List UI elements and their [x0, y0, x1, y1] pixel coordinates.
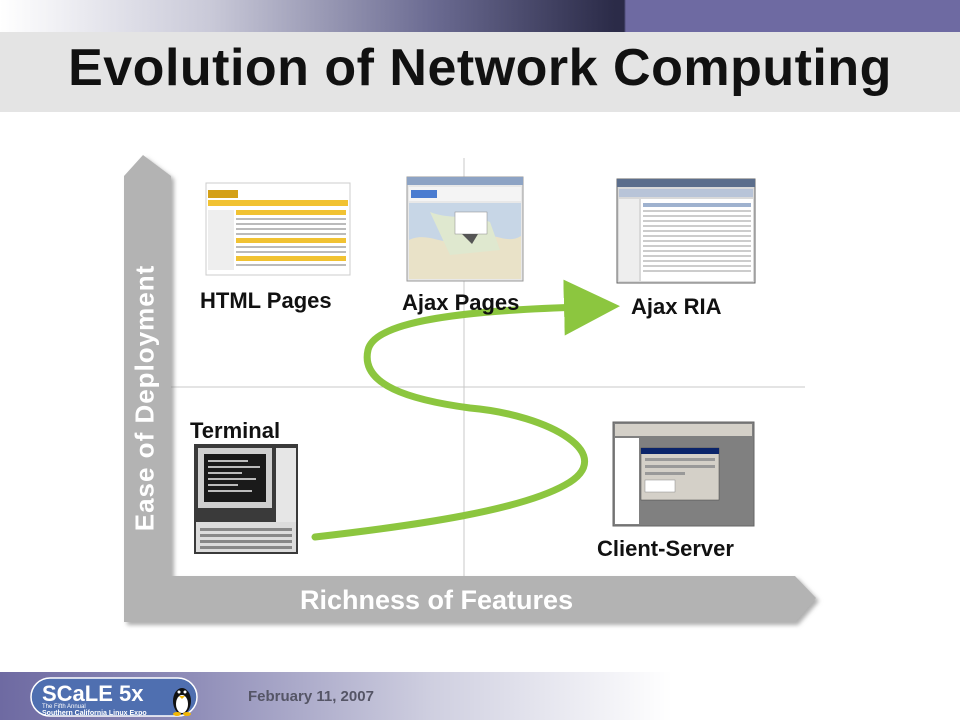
terminal-label: Terminal: [190, 418, 281, 443]
logo-main-text: SCaLE 5x: [42, 681, 144, 706]
x-axis-label: Richness of Features: [300, 585, 574, 615]
footer-date: February 11, 2007: [248, 688, 374, 705]
client-server-screenshot: [612, 421, 755, 527]
title-band: [0, 32, 960, 112]
top-banner: [0, 0, 960, 32]
scale-logo: SCaLE 5x The Fifth Annual Southern Calif…: [30, 677, 198, 717]
slide-title: Evolution of Network Computing: [68, 39, 892, 97]
evolution-path-arrow: [311, 279, 620, 541]
ajax-ria-label: Ajax RIA: [631, 294, 722, 319]
penguin-icon: [173, 688, 191, 716]
html-pages-screenshot: [205, 182, 351, 276]
logo-sub-text-1: The Fifth Annual: [42, 704, 86, 710]
ajax-ria-screenshot: [616, 178, 756, 284]
ajax-pages-label: Ajax Pages: [402, 290, 520, 315]
y-axis-label: Ease of Deployment: [129, 264, 160, 532]
logo-sub-text-2: Southern California Linux Expo: [42, 710, 147, 717]
html-pages-label: HTML Pages: [200, 288, 332, 313]
ajax-pages-screenshot: [406, 176, 524, 282]
terminal-photo: [194, 444, 298, 554]
client-server-label: Client-Server: [597, 536, 734, 561]
